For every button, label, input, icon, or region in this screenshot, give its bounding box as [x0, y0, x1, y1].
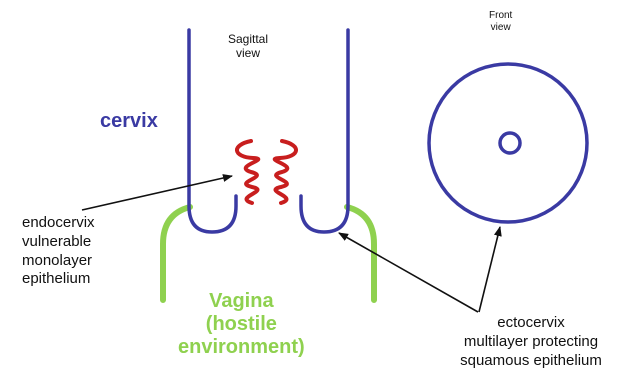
vagina-label: Vagina (hostile environment) [178, 290, 305, 359]
endocervix-arrow [82, 176, 232, 210]
ectocervix-arrow-front [479, 227, 500, 312]
ectocervix-arrow-sagittal [339, 233, 478, 312]
endocervix-label: endocervix vulnerable monolayer epitheli… [22, 214, 95, 289]
sagittal-view-label: Sagittal view [228, 32, 268, 60]
front-view-os [500, 133, 520, 153]
vagina-left-wall [163, 207, 190, 300]
vagina-right-wall [347, 207, 374, 300]
endocervix-left-wave [237, 141, 258, 203]
cervix-label: cervix [100, 110, 158, 134]
front-view-label: Front view [489, 10, 512, 34]
endocervix-right-wave [275, 141, 296, 203]
cervix-right-lip [301, 30, 348, 232]
ectocervix-label: ectocervix multilayer protecting squamou… [428, 314, 634, 370]
front-view-cervix-outer [429, 64, 587, 222]
